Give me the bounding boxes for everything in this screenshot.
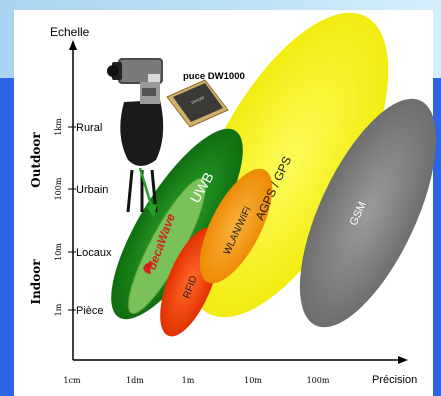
camera-device-image (107, 58, 164, 213)
y-scale-1km: 1km (54, 118, 63, 136)
x-tick-10m: 10m (244, 376, 262, 385)
x-axis-arrow (398, 356, 408, 364)
y-category-piece: Pièce (76, 305, 104, 317)
chip-caption: puce DW1000 (183, 71, 245, 82)
indoor-label: Indoor (29, 259, 43, 305)
y-scale-1m: 1m (54, 303, 63, 316)
y-category-urbain: Urbain (76, 184, 108, 196)
y-category-locaux: Locaux (76, 247, 112, 259)
x-tick-1cm: 1cm (63, 376, 81, 385)
y-scale-10m: 10m (54, 243, 63, 261)
pointer-arrow (138, 167, 154, 209)
x-tick-1m: 1m (182, 376, 195, 385)
y-category-rural: Rural (76, 122, 102, 134)
x-tick-100m: 100m (307, 376, 330, 385)
outdoor-label: Outdoor (29, 132, 43, 188)
y-axis-arrow (69, 40, 77, 50)
x-tick-1dm: 1dm (126, 376, 144, 385)
region-wlan-wifi (199, 168, 273, 284)
diagram-title: Echelle (50, 25, 90, 39)
x-axis-label: Précision (372, 374, 417, 386)
y-scale-100m: 100m (54, 177, 63, 200)
pointer-arrow-head (146, 204, 157, 218)
dw1000-chip-image: DW1000 (166, 79, 229, 128)
svg-text:DW1000: DW1000 (191, 96, 205, 105)
region-gsm (299, 98, 437, 328)
